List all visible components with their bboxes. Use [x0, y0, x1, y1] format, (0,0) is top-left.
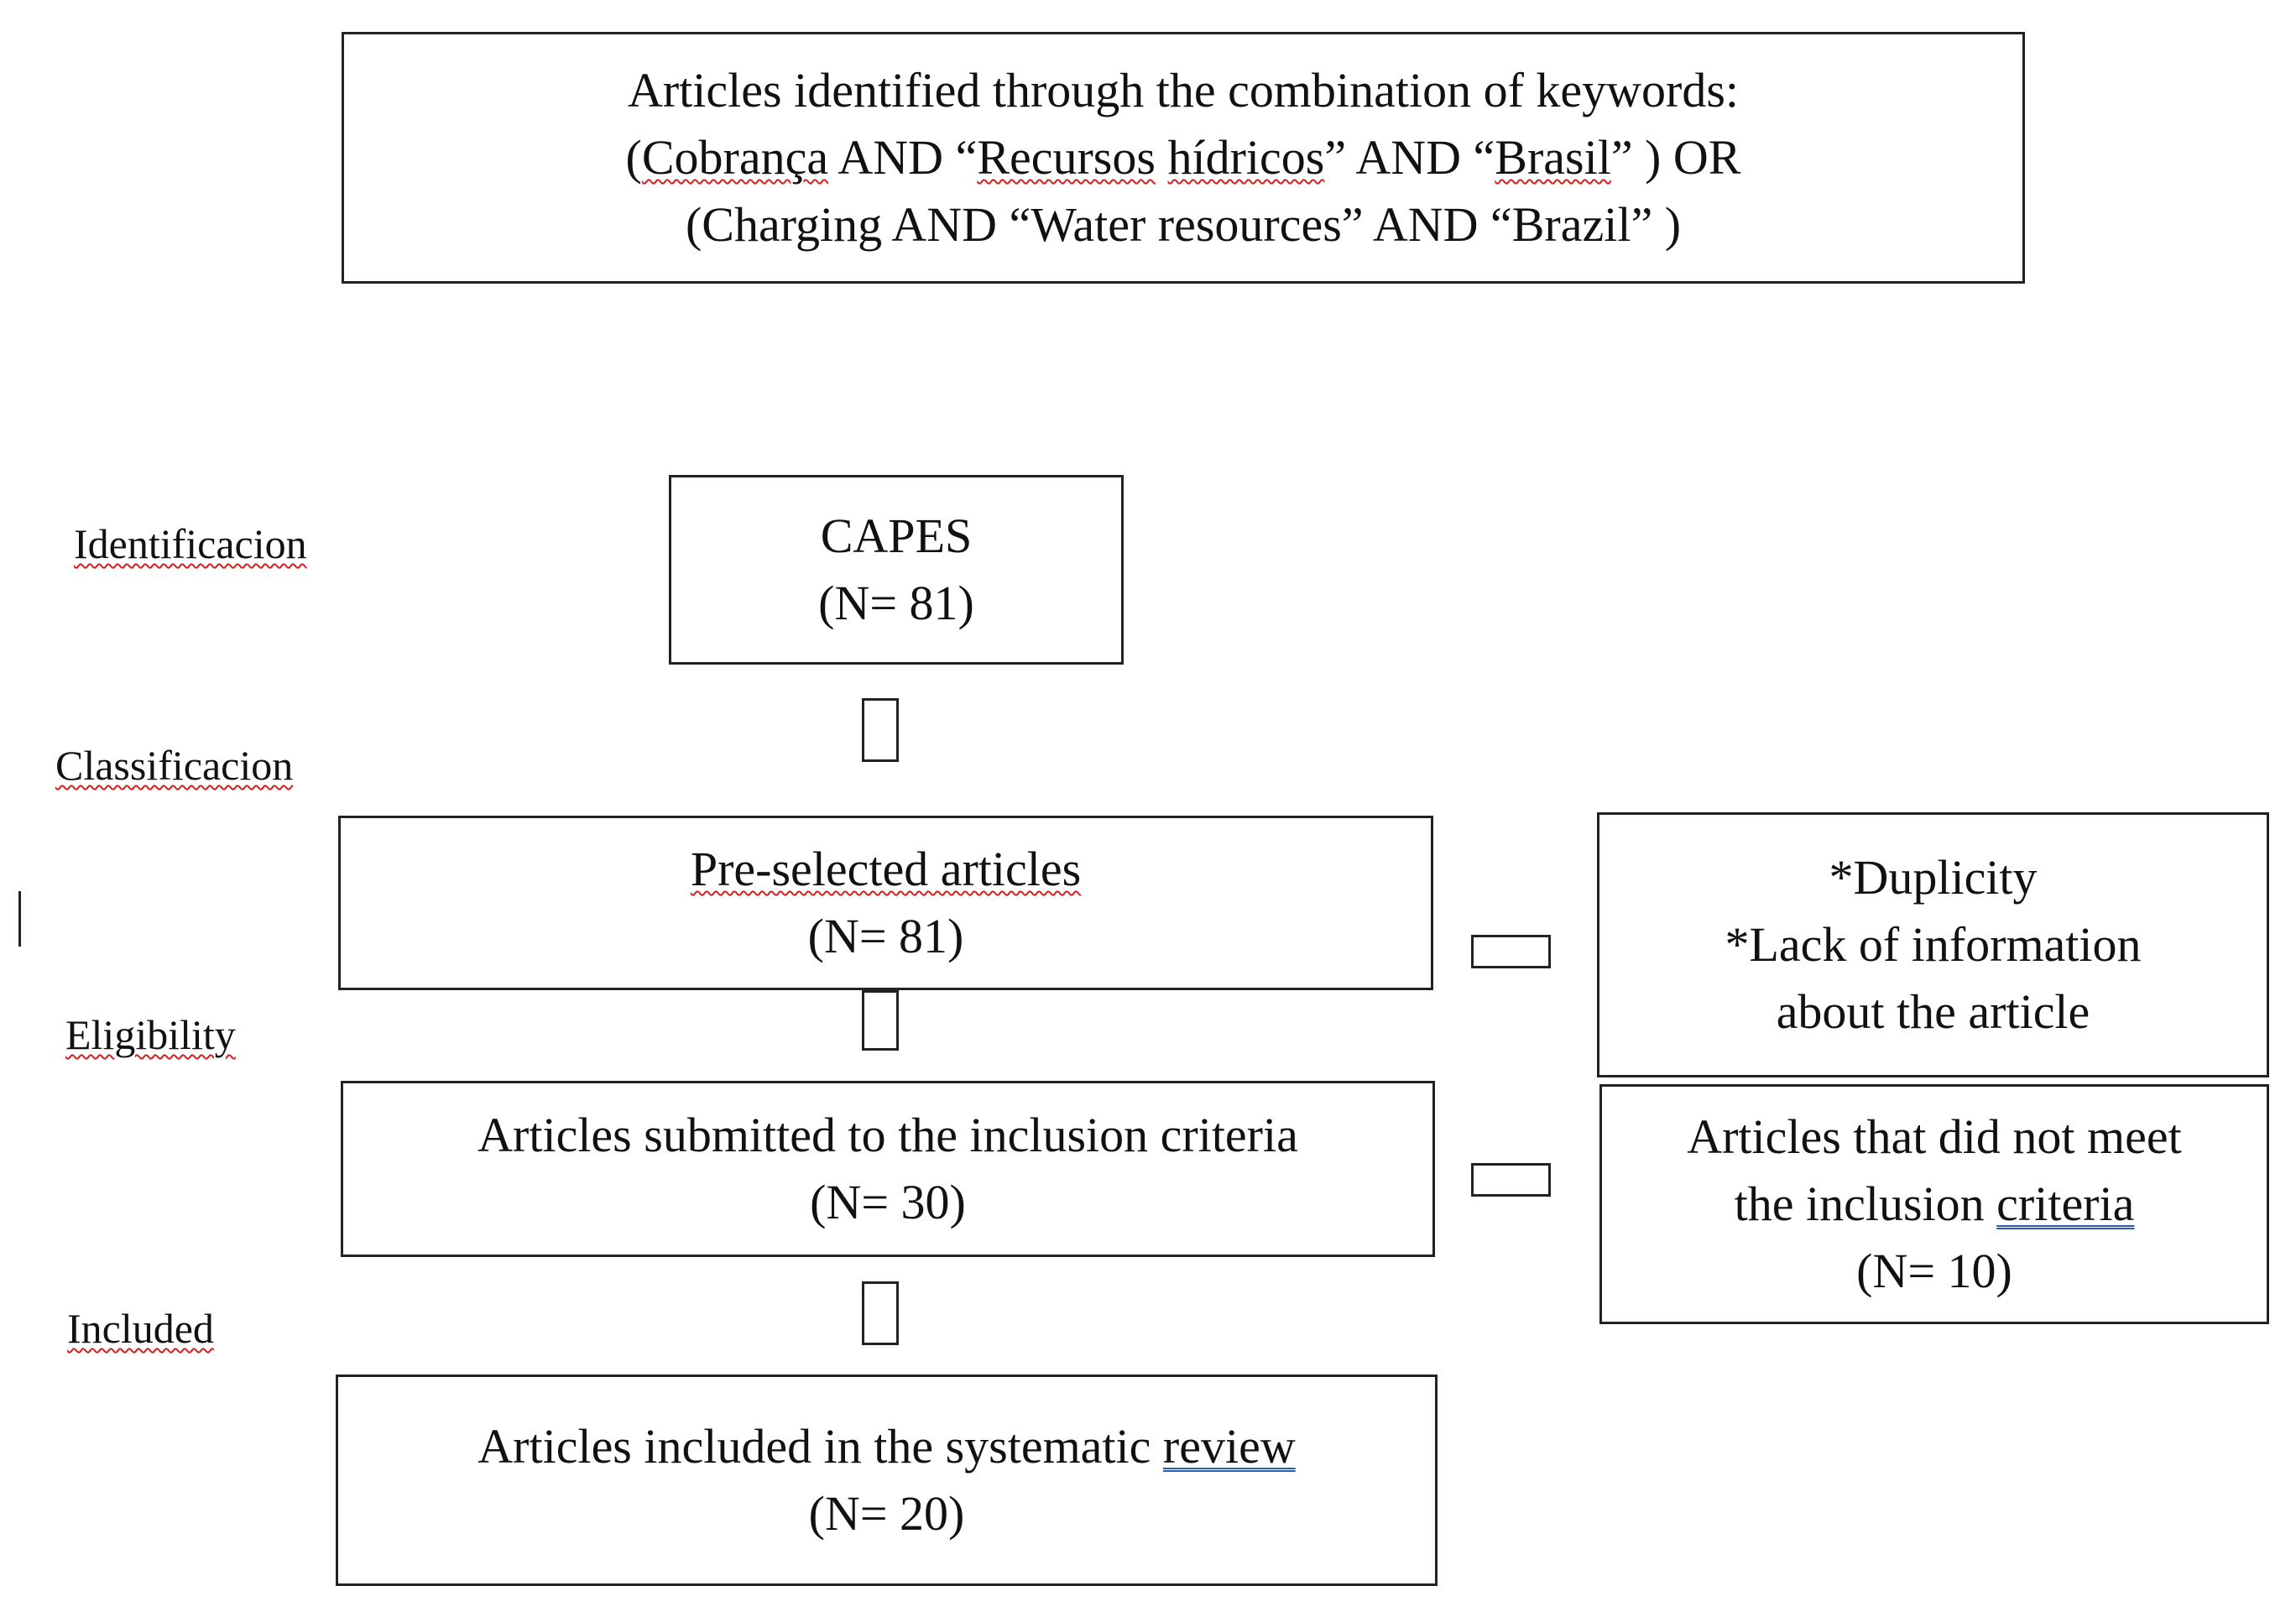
term-recursos: Recursos	[977, 130, 1156, 185]
not-meet-line-1: Articles that did not meet	[1687, 1109, 2182, 1164]
capes-title: CAPES	[820, 509, 973, 563]
not-meet-line-2: the inclusion criteria	[1735, 1171, 2135, 1238]
line2-space	[1156, 130, 1168, 185]
capes-count: (N= 81)	[818, 576, 974, 630]
preselected-count: (N= 81)	[807, 909, 964, 963]
text-cursor	[18, 891, 21, 947]
exclusion-reason-2-cont: about the article	[1776, 984, 2090, 1039]
capes-box: CAPES (N= 81)	[669, 475, 1124, 665]
exclusion-reason-1: *Duplicity	[1829, 850, 2038, 905]
term-brasil: Brasil	[1495, 130, 1611, 185]
exclusion-reasons-box: *Duplicity *Lack of information about th…	[1597, 812, 2269, 1077]
line2-and-1: AND “	[828, 130, 978, 185]
preselected-box: Pre-selected articles (N= 81)	[338, 816, 1433, 990]
line2-open: (	[625, 130, 642, 185]
down-arrow-icon	[862, 990, 899, 1051]
included-title-word: review	[1162, 1419, 1296, 1474]
exclusion-reason-2: *Lack of information	[1725, 917, 2142, 972]
included-box: Articles included in the systematic revi…	[336, 1375, 1438, 1586]
term-hidricos: hídricos	[1167, 130, 1325, 185]
down-arrow-icon	[862, 698, 899, 762]
included-title-prefix: Articles included in the systematic	[477, 1419, 1163, 1474]
submitted-count: (N= 30)	[810, 1175, 966, 1229]
submitted-box: Articles submitted to the inclusion crit…	[341, 1081, 1435, 1257]
stage-label-eligibility: Eligibility	[65, 1011, 236, 1058]
not-meet-line-2-prefix: the inclusion	[1734, 1176, 1997, 1231]
stage-label-included: Included	[67, 1305, 214, 1352]
right-arrow-icon	[1471, 935, 1551, 968]
keyword-search-box: Articles identified through the combinat…	[342, 32, 2025, 284]
line2-close: ” ) OR	[1610, 130, 1741, 185]
keyword-box-line-3: (Charging AND “Water resources” AND “Bra…	[685, 197, 1682, 252]
keyword-box-line-2: (Cobrança AND “Recursos hídricos” AND “B…	[626, 124, 1741, 191]
not-meet-count: (N= 10)	[1856, 1244, 2012, 1298]
term-cobranca: Cobrança	[641, 130, 829, 185]
submitted-title: Articles submitted to the inclusion crit…	[477, 1108, 1298, 1162]
down-arrow-icon	[862, 1281, 899, 1345]
stage-label-classification: Classificacion	[55, 742, 294, 789]
not-meet-criteria-box: Articles that did not meet the inclusion…	[1599, 1084, 2269, 1324]
preselected-title: Pre-selected articles	[690, 842, 1082, 896]
right-arrow-icon	[1471, 1163, 1551, 1197]
included-count: (N= 20)	[808, 1486, 965, 1541]
line2-and-2: ” AND “	[1324, 130, 1495, 185]
stage-label-identification: Identificacion	[74, 520, 307, 567]
not-meet-line-2-word: criteria	[1996, 1176, 2135, 1231]
included-title: Articles included in the systematic revi…	[477, 1413, 1295, 1480]
keyword-box-line-1: Articles identified through the combinat…	[627, 63, 1740, 117]
